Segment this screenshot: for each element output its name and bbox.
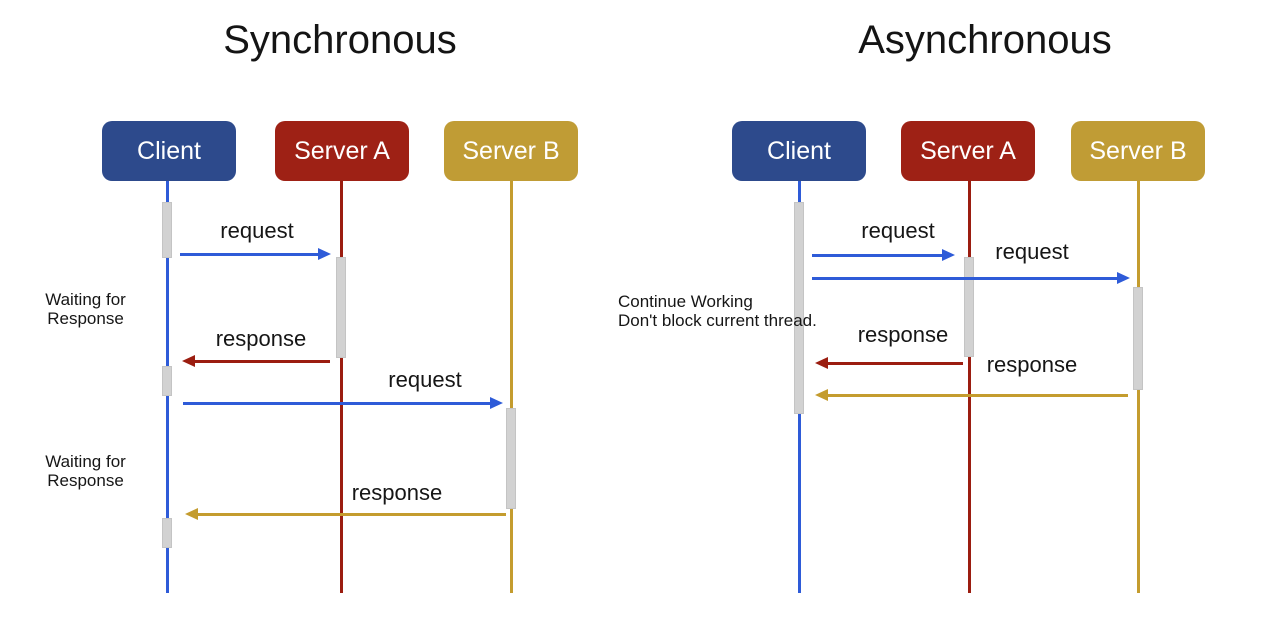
async-response-b-label: response	[986, 352, 1078, 377]
async-request-a-arrow	[812, 249, 955, 261]
async-actor-client-label: Client	[767, 136, 831, 165]
sync-actor-client-label: Client	[137, 136, 201, 165]
sync-server-b-lifeline	[509, 181, 513, 593]
async-title: Asynchronous	[858, 18, 1112, 62]
async-request-b-arrow	[812, 272, 1130, 284]
sync-request-a-arrow	[180, 248, 331, 260]
arrow-head-right-icon	[1117, 272, 1130, 284]
async-client-activation	[794, 202, 804, 414]
async-continue-note-line1: Continue Working	[618, 292, 753, 311]
sync-waiting-note-1-line1: Waiting for	[45, 290, 126, 309]
async-response-a-label: response	[857, 322, 949, 347]
async-actor-server-b-label: Server B	[1089, 136, 1187, 165]
arrow-head-right-icon	[490, 397, 503, 409]
sync-actor-server-b-label: Server B	[462, 136, 560, 165]
arrow-head-right-icon	[318, 248, 331, 260]
sync-request-b-arrow	[183, 397, 503, 409]
sync-server-b-activation	[506, 408, 516, 509]
async-actor-server-a: Server A	[901, 121, 1035, 181]
sync-actor-server-a-label: Server A	[294, 136, 390, 165]
arrow-head-left-icon	[182, 355, 195, 367]
sync-request-a-label: request	[220, 218, 294, 243]
async-actor-client: Client	[732, 121, 866, 181]
async-continue-note-line2: Don't block current thread.	[618, 311, 817, 330]
sync-actor-client: Client	[102, 121, 236, 181]
sync-waiting-note-2-line2: Response	[47, 471, 124, 490]
sync-response-a-arrow	[182, 355, 330, 367]
sync-response-b-arrow	[185, 508, 506, 520]
sync-server-a-lifeline	[339, 181, 343, 593]
async-server-a-lifeline	[967, 181, 971, 593]
sync-client-activation-1	[162, 202, 172, 258]
sync-response-b-label: response	[351, 480, 443, 505]
arrow-head-left-icon	[815, 389, 828, 401]
async-server-a-activation	[964, 257, 974, 357]
async-server-b-activation	[1133, 287, 1143, 390]
async-actor-server-a-label: Server A	[920, 136, 1016, 165]
sync-waiting-note-1: Waiting for Response	[28, 290, 143, 328]
sync-client-activation-3	[162, 518, 172, 548]
async-actor-server-b: Server B	[1071, 121, 1205, 181]
arrow-head-right-icon	[942, 249, 955, 261]
sync-response-a-label: response	[215, 326, 307, 351]
sync-waiting-note-2-line1: Waiting for	[45, 452, 126, 471]
async-continue-note: Continue Working Don't block current thr…	[618, 292, 833, 330]
arrow-head-left-icon	[815, 357, 828, 369]
async-request-a-label: request	[861, 218, 935, 243]
async-response-a-arrow	[815, 357, 963, 369]
sync-request-b-label: request	[388, 367, 462, 392]
sync-actor-server-b: Server B	[444, 121, 578, 181]
sync-client-activation-2	[162, 366, 172, 396]
sync-actor-server-a: Server A	[275, 121, 409, 181]
sync-waiting-note-2: Waiting for Response	[28, 452, 143, 490]
sync-title: Synchronous	[223, 18, 457, 62]
arrow-head-left-icon	[185, 508, 198, 520]
sync-waiting-note-1-line2: Response	[47, 309, 124, 328]
sync-server-a-activation	[336, 257, 346, 358]
async-request-b-label: request	[995, 239, 1069, 264]
async-response-b-arrow	[815, 389, 1128, 401]
